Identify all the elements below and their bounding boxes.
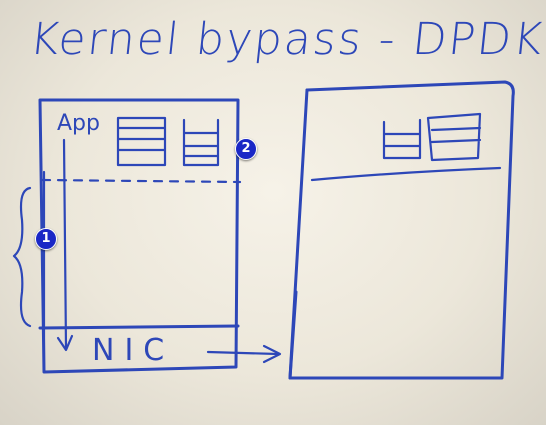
app-queue-2 xyxy=(182,118,220,167)
kernel-brace xyxy=(12,186,32,328)
nic-label: NIC xyxy=(92,333,175,368)
right-queue-1 xyxy=(382,118,422,160)
left-machine-box xyxy=(38,98,240,374)
right-separator xyxy=(310,166,502,182)
right-queue-2 xyxy=(426,112,482,162)
app-to-nic-arrow xyxy=(62,138,68,350)
hotspot-2-button[interactable]: 2 xyxy=(235,138,257,160)
nic-to-peer-arrow xyxy=(206,350,280,356)
right-machine-box xyxy=(288,80,515,380)
hotspot-1-button[interactable]: 1 xyxy=(35,228,57,250)
kernel-boundary-dashed xyxy=(40,178,242,184)
app-label: App xyxy=(57,111,100,136)
nic-section-line xyxy=(38,324,240,330)
app-queue-1 xyxy=(116,116,167,167)
